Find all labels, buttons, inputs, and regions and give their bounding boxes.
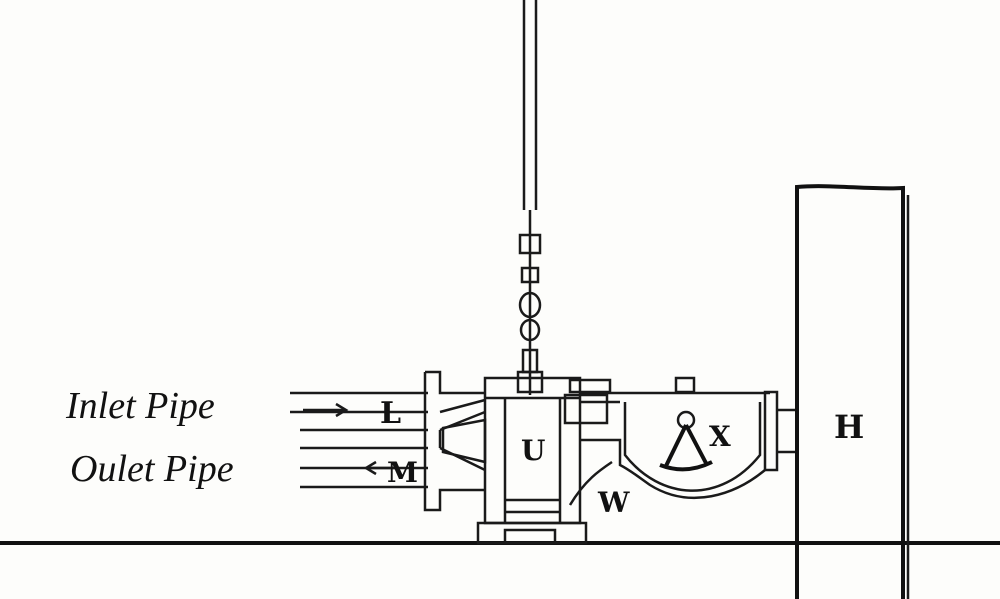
inlet-arrow: [303, 402, 349, 418]
outlet-arrow: [363, 460, 395, 476]
left-flange: [423, 370, 486, 512]
outlet-pipe-caption: Oulet Pipe: [70, 448, 234, 490]
right-chamber: [568, 376, 797, 506]
label-h: H: [834, 408, 864, 446]
pump-rod: [516, 0, 544, 395]
label-l: L: [380, 396, 401, 431]
inlet-pipe-caption: Inlet Pipe: [65, 385, 215, 427]
label-u: U: [521, 434, 545, 467]
label-m: M: [387, 456, 418, 489]
valve-cone: [441, 418, 487, 464]
label-w: W: [597, 486, 630, 519]
pump-body: [476, 376, 612, 545]
label-x: X: [709, 420, 731, 453]
column-h: [795, 184, 910, 599]
